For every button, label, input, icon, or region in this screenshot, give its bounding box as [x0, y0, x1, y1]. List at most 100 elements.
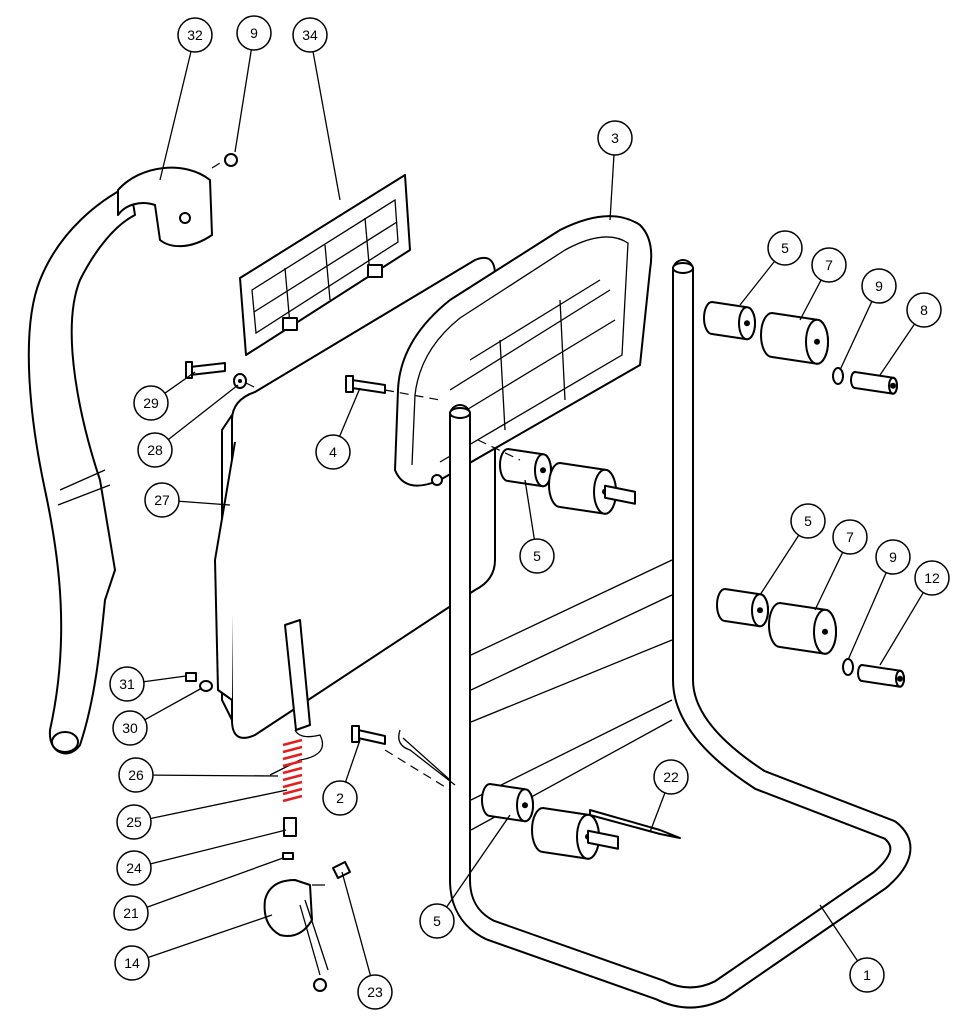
- callout-bubble: [177, 17, 213, 53]
- leader-line: [312, 51, 341, 201]
- callout-28: 28: [137, 384, 239, 468]
- leader-line: [759, 534, 800, 596]
- leader-line: [147, 914, 273, 959]
- shell-part-3: [394, 215, 653, 487]
- roller: [850, 371, 898, 395]
- callout-bubble: [109, 666, 145, 702]
- callout-bubble: [112, 710, 148, 746]
- leader-line: [178, 500, 231, 506]
- leader-line: [339, 387, 361, 437]
- callout-bubble: [315, 434, 351, 470]
- leader-line: [879, 323, 916, 376]
- roller: [760, 312, 829, 365]
- callout-bubble: [597, 120, 633, 156]
- strap-part-32: [27, 153, 238, 755]
- callout-bubble: [875, 539, 911, 575]
- callout-26: 26: [118, 757, 279, 793]
- callout-27: 27: [144, 482, 231, 518]
- roller: [703, 301, 756, 341]
- roller: [857, 664, 905, 688]
- plate-part-34: [239, 174, 411, 356]
- callout-7: 7: [799, 247, 847, 321]
- leader-line: [164, 371, 196, 394]
- callout-bubble: [116, 850, 152, 886]
- leader-line: [152, 774, 279, 777]
- leader-line: [159, 51, 192, 181]
- callout-bubble: [519, 538, 555, 574]
- callout-34: 34: [292, 17, 341, 201]
- callout-9: 9: [839, 268, 897, 371]
- callout-bubble: [292, 17, 328, 53]
- callout-number: 5: [533, 548, 541, 564]
- callout-number: 27: [154, 492, 170, 508]
- callout-bubble: [133, 385, 169, 421]
- callout-24: 24: [116, 829, 287, 886]
- callout-9: 9: [234, 15, 272, 153]
- callout-5: 5: [519, 479, 555, 574]
- callout-number: 31: [119, 676, 135, 692]
- leader-line: [847, 572, 887, 661]
- callout-number: 26: [128, 767, 144, 783]
- callout-number: 8: [920, 302, 928, 318]
- callout-bubble: [832, 519, 868, 555]
- roller: [768, 602, 837, 655]
- roller: [499, 448, 552, 488]
- callout-21: 21: [113, 857, 284, 931]
- callout-32: 32: [159, 17, 213, 181]
- callout-bubble: [653, 759, 689, 795]
- leader-line: [649, 792, 666, 833]
- callout-2: 2: [322, 739, 361, 816]
- leader-line: [144, 687, 203, 721]
- callout-5: 5: [759, 503, 826, 596]
- leader-line: [799, 279, 822, 321]
- callout-number: 2: [336, 790, 344, 806]
- callout-number: 7: [846, 529, 854, 545]
- callout-number: 30: [122, 720, 138, 736]
- callout-bubble: [790, 503, 826, 539]
- callout-bubble: [811, 247, 847, 283]
- callout-number: 22: [663, 769, 679, 785]
- leader-line: [814, 552, 844, 611]
- leader-line: [150, 829, 287, 865]
- callout-number: 9: [250, 25, 258, 41]
- roller: [531, 807, 619, 860]
- callout-30: 30: [112, 687, 203, 746]
- spring-part-25: [282, 738, 303, 803]
- roller: [548, 462, 636, 515]
- callout-number: 21: [123, 905, 139, 921]
- callout-bubble: [419, 903, 455, 939]
- callout-bubble: [114, 945, 150, 981]
- callout-bubble: [137, 432, 173, 468]
- hardware-group: [185, 361, 681, 992]
- callout-number: 25: [126, 814, 142, 830]
- callout-number: 9: [889, 549, 897, 565]
- leader-line: [524, 479, 535, 540]
- leader-line: [879, 592, 924, 666]
- callout-bubble: [322, 780, 358, 816]
- callout-number: 29: [143, 395, 159, 411]
- callout-number: 32: [187, 27, 203, 43]
- callout-8: 8: [879, 292, 942, 376]
- callout-number: 5: [433, 913, 441, 929]
- callout-bubble: [914, 560, 950, 596]
- callout-12: 12: [879, 560, 950, 666]
- callout-number: 28: [147, 442, 163, 458]
- roller: [481, 783, 534, 823]
- leader-line: [167, 384, 239, 441]
- leader-line: [446, 814, 511, 908]
- callout-bubble: [113, 895, 149, 931]
- callout-5: 5: [419, 814, 511, 939]
- callout-bubble: [849, 957, 885, 993]
- callout-31: 31: [109, 666, 187, 702]
- callout-5: 5: [739, 230, 803, 306]
- callout-14: 14: [114, 914, 273, 981]
- assembly-lines: [211, 159, 521, 791]
- rollers-group: [481, 301, 905, 860]
- leader-line: [344, 739, 361, 783]
- frame-part-1: [449, 259, 912, 1009]
- leader-line: [143, 675, 187, 683]
- callout-bubble: [116, 804, 152, 840]
